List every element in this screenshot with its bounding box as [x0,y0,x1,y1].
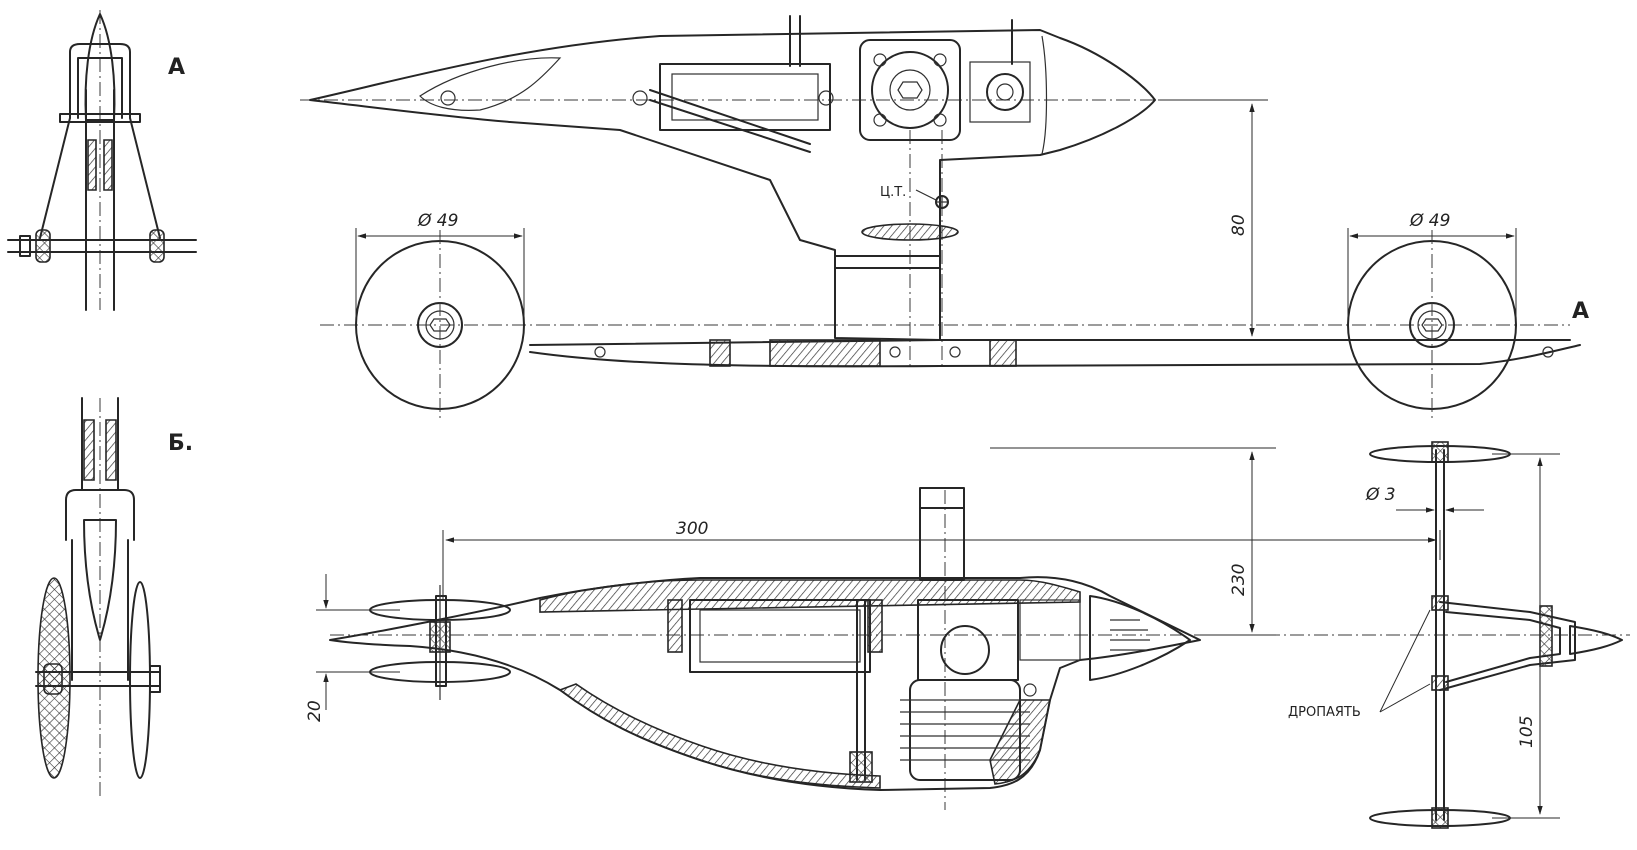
view-a-detail: А [7,10,197,311]
height-230-dim: 230 [1229,564,1249,596]
track-105-dim: 105 [1517,716,1537,748]
left-wheel-diameter: Ø 49 [417,211,458,231]
engine-crankcase [859,39,961,141]
fuel-tank-section [689,599,871,673]
cg-label: Ц.Т. [880,185,906,200]
length-300-dim: 300 [676,519,708,539]
side-view-a-label: А [1572,299,1589,324]
view-b-detail: Б. [35,397,193,800]
solder-note: ДРОПАЯТЬ [1288,705,1361,720]
fuselage-outline [309,29,1156,341]
plan-section-view: 300 230 Ø 3 20 105 ДРОПАЯТЬ [305,441,1630,829]
right-wheel-diameter: Ø 49 [1409,211,1450,231]
height-80-dim: 80 [1229,214,1249,236]
offset-20-dim: 20 [305,700,325,722]
view-b-label: Б. [168,431,193,456]
fuselage-section [329,576,1201,791]
axle-diameter-dim: Ø 3 [1365,485,1396,505]
wing-section [861,223,959,241]
view-a-label: А [168,55,185,80]
spinner [1089,595,1191,681]
side-view: Ц.Т. Ø 49 Ø 49 80 [300,15,1589,420]
